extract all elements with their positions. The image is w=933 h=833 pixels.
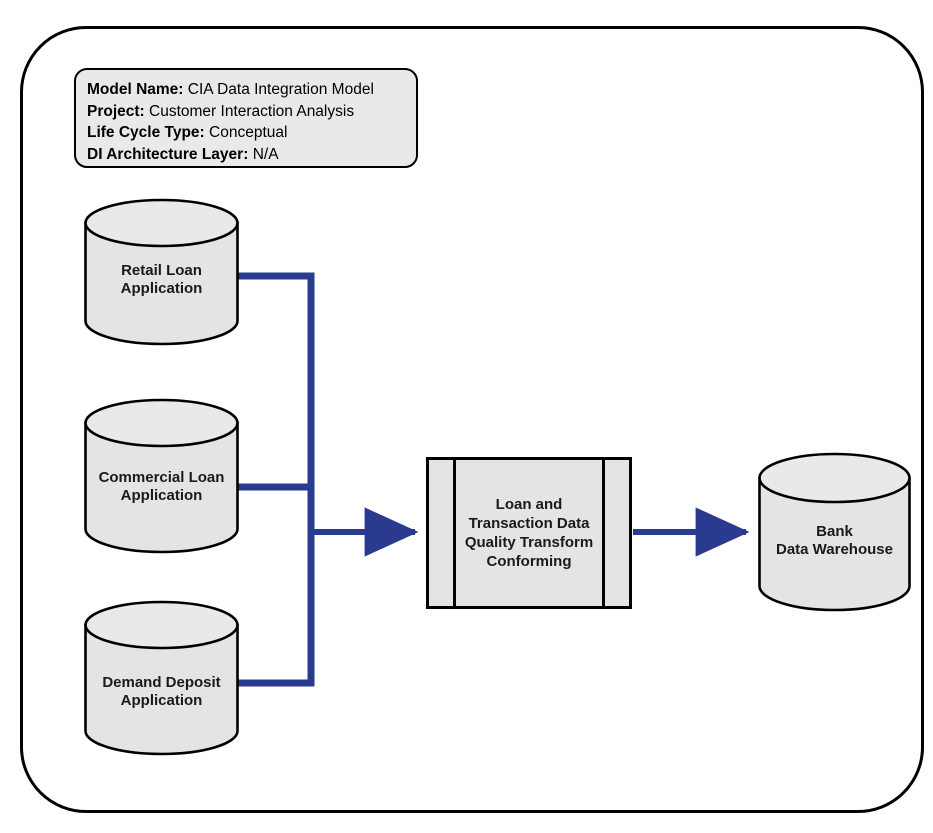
metadata-row-model-name: Model Name: CIA Data Integration Model — [87, 79, 416, 101]
node-demand-deposit-application[interactable]: Demand Deposit Application — [83, 600, 240, 756]
node-label-transform-process: Loan and Transaction Data Quality Transf… — [459, 495, 599, 571]
model-boundary-frame — [20, 26, 924, 813]
metadata-row-project: Project: Customer Interaction Analysis — [87, 101, 416, 123]
metadata-value-life-cycle-type: Conceptual — [209, 124, 288, 141]
connector-demand-deposit-to-bus — [238, 532, 315, 687]
metadata-value-project: Customer Interaction Analysis — [149, 102, 355, 120]
metadata-label-model-name: Model Name: — [87, 81, 184, 98]
node-bank-data-warehouse[interactable]: Bank Data Warehouse — [757, 452, 912, 612]
connector-retail-loan-to-bus — [238, 272, 315, 532]
process-label-line-4: Conforming — [486, 553, 572, 570]
node-commercial-loan-application[interactable]: Commercial Loan Application — [83, 398, 240, 554]
cylinder-shape — [84, 198, 239, 346]
node-loan-and-transaction-data-quality-transform-conforming[interactable]: Loan and Transaction Data Quality Transf… — [426, 457, 632, 609]
cylinder-shape — [758, 452, 911, 612]
node-retail-loan-application[interactable]: Retail Loan Application — [83, 198, 240, 346]
cylinder-shape — [84, 398, 239, 554]
process-label-line-3: Quality Transform — [464, 534, 594, 551]
model-metadata-box: Model Name: CIA Data Integration Model P… — [74, 68, 418, 168]
cylinder-shape — [84, 600, 239, 756]
metadata-label-life-cycle-type: Life Cycle Type: — [87, 124, 205, 141]
process-label-line-2: Transaction Data — [468, 515, 590, 532]
metadata-label-project: Project: — [87, 102, 145, 120]
metadata-value-model-name: CIA Data Integration Model — [187, 81, 374, 98]
metadata-row-di-architecture-layer: DI Architecture Layer: N/A — [87, 144, 416, 166]
metadata-row-life-cycle-type: Life Cycle Type: Conceptual — [87, 122, 416, 144]
process-divider-right — [602, 460, 605, 606]
metadata-value-di-architecture-layer: N/A — [252, 145, 279, 163]
process-divider-left — [453, 460, 456, 606]
process-label-line-1: Loan and — [495, 496, 563, 513]
metadata-label-di-architecture-layer: DI Architecture Layer: — [87, 145, 249, 163]
